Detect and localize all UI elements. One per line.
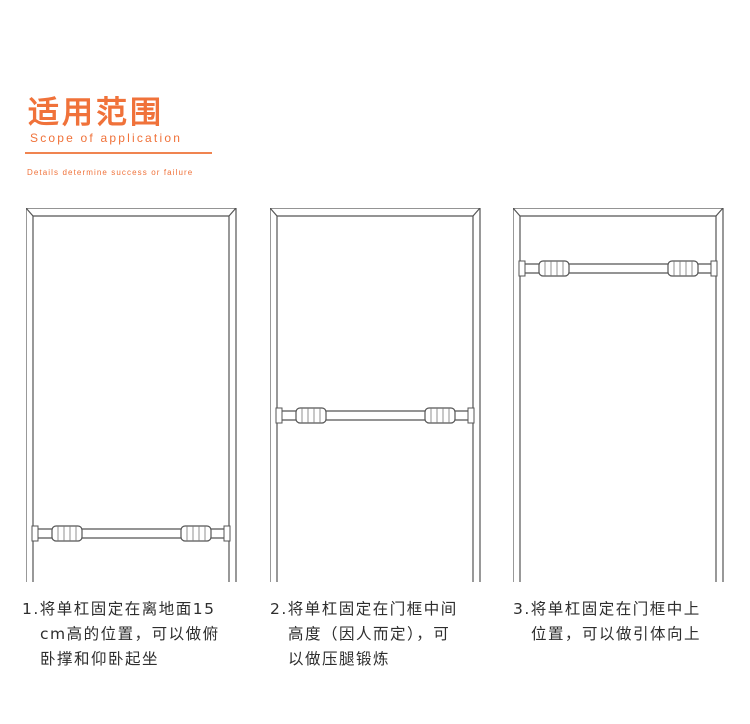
door-frame-panel-2 — [270, 208, 482, 582]
title-underline — [25, 152, 212, 154]
caption-line: 以做压腿锻炼 — [288, 650, 391, 668]
caption-panel-3: 3.将单杠固定在门框中上 位置，可以做引体向上 — [513, 597, 701, 647]
caption-line: 高度（因人而定），可 — [288, 625, 451, 643]
caption-line: 3.将单杠固定在门框中上 — [513, 600, 701, 618]
caption-line: 位置，可以做引体向上 — [531, 625, 702, 643]
pull-up-bar-3 — [518, 260, 718, 277]
caption-line: 卧撑和仰卧起坐 — [40, 650, 160, 668]
door-frame-panel-1 — [26, 208, 238, 582]
door-frame-illustration-1 — [26, 208, 237, 582]
section-tagline: Details determine success or failure — [27, 168, 194, 177]
caption-panel-1: 1.将单杠固定在离地面15 cm高的位置，可以做俯 卧撑和仰卧起坐 — [22, 597, 220, 672]
caption-line: cm高的位置，可以做俯 — [40, 625, 220, 643]
door-frame-panel-3 — [513, 208, 725, 582]
caption-line: 2.将单杠固定在门框中间 — [270, 600, 458, 618]
section-subtitle: Scope of application — [30, 131, 183, 145]
caption-line: 1.将单杠固定在离地面15 — [22, 600, 216, 618]
pull-up-bar-1 — [31, 525, 231, 542]
pull-up-bar-2 — [275, 407, 475, 424]
door-frame-illustration-3 — [513, 208, 724, 582]
door-frame-illustration-2 — [270, 208, 481, 582]
caption-panel-2: 2.将单杠固定在门框中间 高度（因人而定），可 以做压腿锻炼 — [270, 597, 458, 672]
section-title: 适用范围 — [28, 95, 164, 131]
